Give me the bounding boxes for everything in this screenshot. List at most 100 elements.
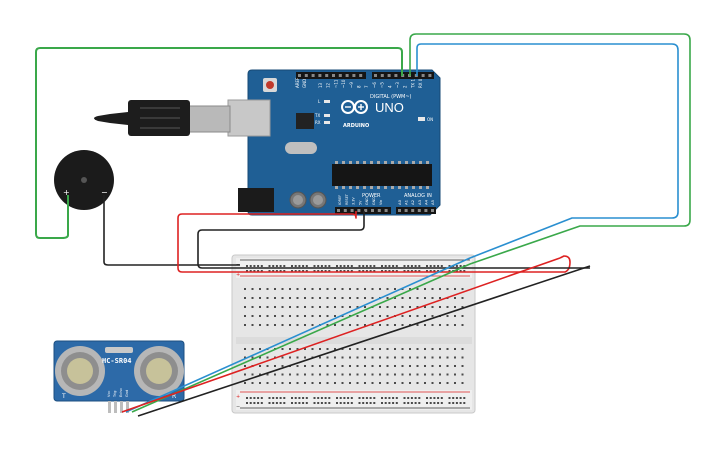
rail-hole[interactable]: [313, 397, 316, 399]
terminal-hole[interactable]: [401, 324, 404, 326]
terminal-hole[interactable]: [394, 324, 396, 326]
terminal-hole[interactable]: [364, 382, 366, 384]
wire-sensor-vcc[interactable]: [121, 257, 561, 413]
sensor-pin[interactable]: [126, 401, 129, 413]
header-pin[interactable]: [404, 209, 408, 212]
rail-hole[interactable]: [452, 397, 455, 399]
terminal-hole[interactable]: [281, 382, 284, 384]
terminal-hole[interactable]: [379, 365, 381, 367]
header-pin[interactable]: [394, 74, 398, 77]
terminal-hole[interactable]: [311, 348, 314, 350]
terminal-hole[interactable]: [461, 382, 464, 384]
wire-5v-to-rail[interactable]: [177, 211, 571, 273]
sensor-pin[interactable]: [108, 401, 111, 413]
rail-hole[interactable]: [373, 397, 376, 399]
rail-hole[interactable]: [350, 270, 353, 272]
rail-hole[interactable]: [455, 265, 458, 267]
terminal-hole[interactable]: [244, 373, 246, 376]
terminal-hole[interactable]: [251, 348, 254, 350]
terminal-hole[interactable]: [266, 373, 269, 376]
terminal-hole[interactable]: [349, 297, 351, 299]
terminal-hole[interactable]: [439, 373, 441, 376]
terminal-hole[interactable]: [349, 382, 351, 384]
rail-hole[interactable]: [459, 270, 462, 272]
terminal-hole[interactable]: [364, 315, 366, 317]
terminal-hole[interactable]: [416, 365, 419, 367]
rail-hole[interactable]: [246, 270, 248, 272]
rail-hole[interactable]: [437, 270, 440, 272]
rail-hole[interactable]: [418, 265, 421, 267]
terminal-hole[interactable]: [461, 356, 464, 359]
terminal-hole[interactable]: [319, 348, 321, 350]
rail-hole[interactable]: [381, 402, 383, 404]
rail-hole[interactable]: [350, 397, 353, 399]
terminal-hole[interactable]: [244, 306, 246, 308]
terminal-hole[interactable]: [386, 315, 389, 317]
terminal-hole[interactable]: [259, 365, 261, 367]
terminal-hole[interactable]: [379, 373, 381, 376]
terminal-hole[interactable]: [401, 306, 404, 308]
rail-hole[interactable]: [313, 265, 316, 267]
rail-hole[interactable]: [324, 265, 327, 267]
rail-hole[interactable]: [305, 265, 308, 267]
rail-hole[interactable]: [358, 270, 361, 272]
terminal-hole[interactable]: [416, 382, 419, 384]
terminal-hole[interactable]: [394, 348, 396, 350]
rail-hole[interactable]: [298, 270, 301, 272]
terminal-hole[interactable]: [409, 288, 411, 290]
rail-hole[interactable]: [410, 265, 413, 267]
rail-hole[interactable]: [305, 402, 308, 404]
terminal-hole[interactable]: [371, 324, 374, 326]
terminal-hole[interactable]: [364, 306, 366, 308]
rail-hole[interactable]: [369, 265, 372, 267]
rail-hole[interactable]: [369, 397, 372, 399]
rail-hole[interactable]: [455, 270, 458, 272]
rail-hole[interactable]: [257, 270, 260, 272]
terminal-hole[interactable]: [289, 356, 291, 359]
terminal-hole[interactable]: [326, 382, 329, 384]
rail-hole[interactable]: [429, 270, 432, 272]
rail-hole[interactable]: [403, 402, 406, 404]
terminal-hole[interactable]: [394, 356, 396, 359]
rail-hole[interactable]: [313, 402, 316, 404]
rail-hole[interactable]: [279, 270, 282, 272]
terminal-hole[interactable]: [386, 365, 389, 367]
rail-hole[interactable]: [395, 402, 398, 404]
rail-hole[interactable]: [275, 265, 278, 267]
terminal-hole[interactable]: [356, 348, 359, 350]
terminal-hole[interactable]: [364, 348, 366, 350]
terminal-hole[interactable]: [244, 288, 246, 290]
rail-hole[interactable]: [343, 402, 346, 404]
rail-hole[interactable]: [463, 397, 466, 399]
terminal-hole[interactable]: [356, 306, 359, 308]
rail-hole[interactable]: [388, 397, 391, 399]
rail-hole[interactable]: [260, 265, 263, 267]
terminal-hole[interactable]: [454, 373, 456, 376]
rail-hole[interactable]: [253, 270, 256, 272]
terminal-hole[interactable]: [281, 365, 284, 367]
rail-hole[interactable]: [403, 265, 406, 267]
terminal-hole[interactable]: [379, 306, 381, 308]
terminal-hole[interactable]: [319, 288, 321, 290]
header-pin[interactable]: [431, 209, 434, 212]
rail-hole[interactable]: [358, 265, 361, 267]
header-pin[interactable]: [298, 74, 301, 77]
rail-hole[interactable]: [336, 397, 338, 399]
header-pin[interactable]: [384, 209, 388, 212]
terminal-hole[interactable]: [356, 324, 359, 326]
terminal-hole[interactable]: [439, 324, 441, 326]
rail-hole[interactable]: [414, 402, 417, 404]
rail-hole[interactable]: [437, 397, 440, 399]
terminal-hole[interactable]: [349, 288, 351, 290]
terminal-hole[interactable]: [326, 297, 329, 299]
terminal-hole[interactable]: [416, 306, 419, 308]
terminal-hole[interactable]: [334, 288, 336, 290]
terminal-hole[interactable]: [364, 365, 366, 367]
terminal-hole[interactable]: [266, 297, 269, 299]
rail-hole[interactable]: [268, 265, 271, 267]
terminal-hole[interactable]: [341, 288, 344, 290]
rail-hole[interactable]: [440, 397, 443, 399]
rail-hole[interactable]: [343, 270, 346, 272]
rail-hole[interactable]: [365, 265, 368, 267]
